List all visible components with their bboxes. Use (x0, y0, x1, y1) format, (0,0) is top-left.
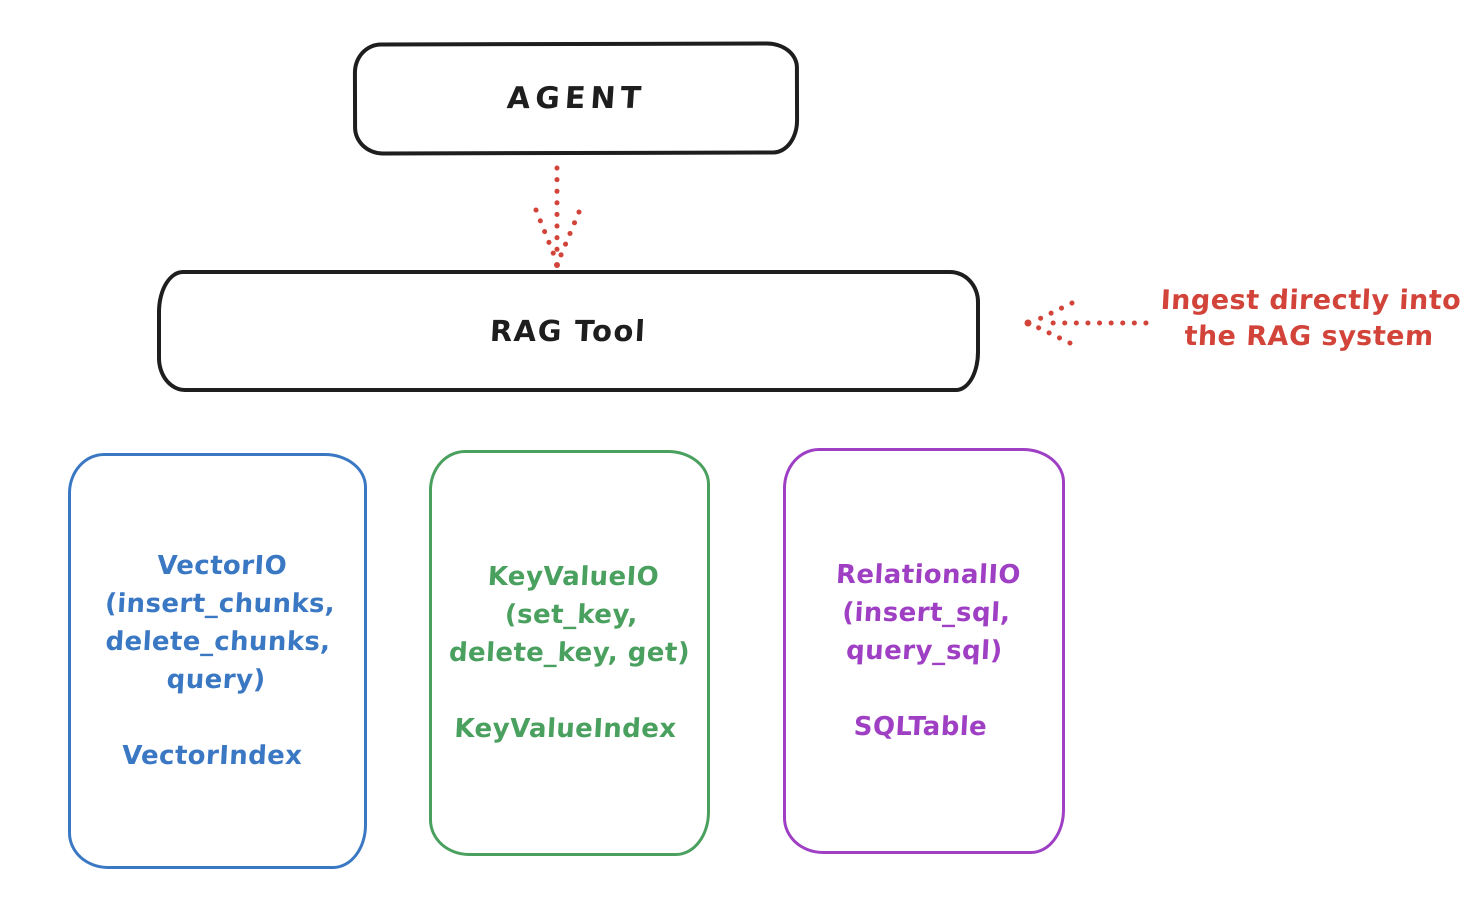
ingest-arrow (1024, 300, 1149, 346)
ingest-annotation: Ingest directly into the RAG system (1143, 283, 1477, 355)
vectorio-index-label: VectorIndex (121, 741, 304, 771)
spacer (829, 670, 1016, 708)
agent-label: AGENT (505, 80, 647, 117)
agent-node: AGENT (352, 41, 800, 156)
vectorio-method-line: delete_chunks, (105, 627, 332, 657)
relationalio-method-line: (insert_sql, (841, 598, 1011, 628)
keyvalueio-index-label: KeyValueIndex (453, 714, 678, 744)
agent-to-rag-arrow (533, 165, 582, 268)
vectorio-box: VectorIO (insert_chunks, delete_chunks, … (68, 453, 367, 869)
relationalio-method-line: query_sql) (844, 636, 1003, 666)
rag-tool-node: RAG Tool (157, 270, 980, 392)
relationalio-box: RelationalIO (insert_sql, query_sql) SQL… (783, 448, 1065, 854)
spacer (446, 672, 689, 710)
relationalio-title: RelationalIO (834, 560, 1022, 590)
rag-tool-label: RAG Tool (489, 314, 648, 348)
vectorio-method-line: query) (166, 665, 267, 695)
relationalio-index-label: SQLTable (852, 712, 988, 742)
spacer (98, 699, 330, 737)
keyvalueio-box: KeyValueIO (set_key, delete_key, get) Ke… (429, 450, 710, 856)
ingest-annotation-line2: the RAG system (1183, 321, 1435, 352)
keyvalueio-title: KeyValueIO (487, 562, 660, 592)
keyvalueio-method-line: (set_key, (504, 600, 639, 630)
vectorio-title: VectorIO (156, 551, 289, 581)
ingest-annotation-line1: Ingest directly into (1159, 285, 1463, 316)
keyvalueio-method-line: delete_key, get) (448, 638, 691, 668)
vectorio-method-line: (insert_chunks, (104, 589, 337, 619)
